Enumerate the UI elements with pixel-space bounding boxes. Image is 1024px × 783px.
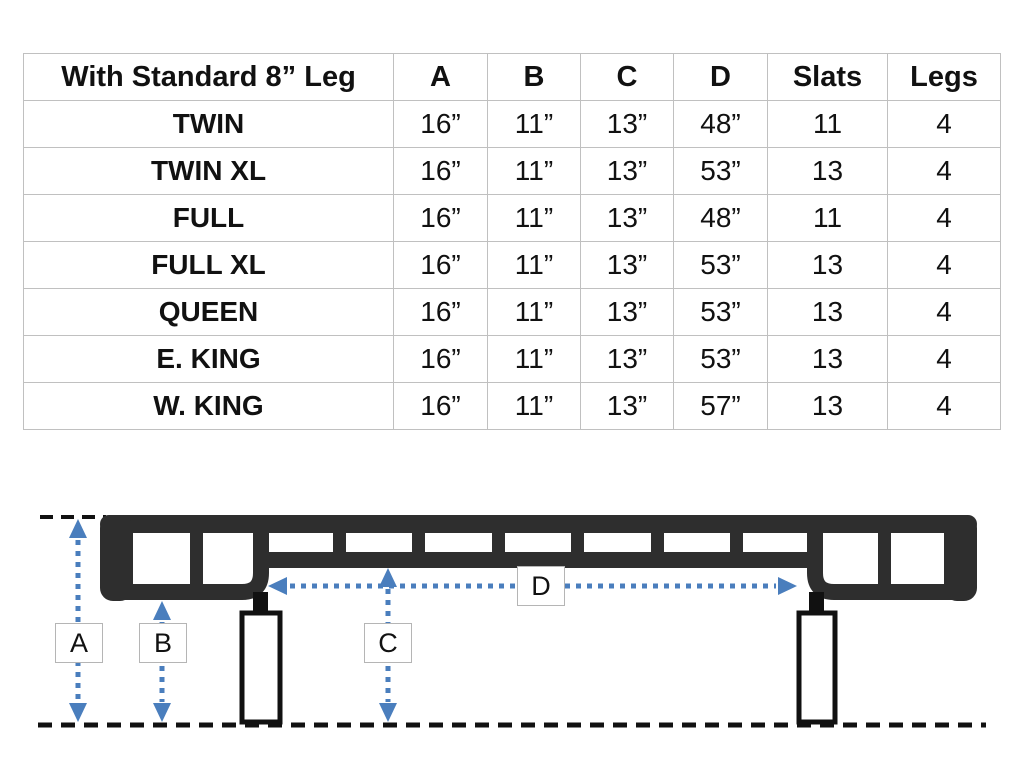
dim-label-b: B [139,623,187,663]
cell-slats: 11 [767,194,888,242]
cell-c: 13” [580,100,674,148]
lower-left-rail-bend [112,524,269,600]
arrowhead-c-down-icon [379,703,397,722]
cell-c: 13” [580,241,674,289]
legs [239,610,838,725]
cell-d: 48” [673,100,768,148]
cell-a: 16” [393,194,488,242]
table-header-row: With Standard 8” Leg A B C D Slats Legs [23,53,1001,101]
cell-b: 11” [487,147,581,195]
cell-c: 13” [580,147,674,195]
lower-right-rail-bend [807,524,965,600]
cell-legs: 4 [887,382,1001,430]
cell-a: 16” [393,100,488,148]
cell-d: 53” [673,288,768,336]
right-section-post [878,524,891,594]
dimension-arrowheads [69,519,797,722]
cell-legs: 4 [887,288,1001,336]
cell-b: 11” [487,241,581,289]
cell-d: 48” [673,194,768,242]
table-row-twin-xl: TWIN XL 16” 11” 13” 53” 13 4 [23,147,1001,195]
arrowhead-d-right-icon [778,577,797,595]
arrowhead-c-up-icon [379,568,397,587]
left-section-post [190,524,203,594]
arrowhead-a-down-icon [69,703,87,722]
frame-rails [112,524,965,600]
cell-size-name: TWIN [23,100,394,148]
left-leg [239,610,283,725]
header-slats: Slats [767,53,888,101]
size-spec-table: With Standard 8” Leg A B C D Slats Legs … [23,53,1001,430]
cell-d: 53” [673,147,768,195]
cell-size-name: E. KING [23,335,394,383]
right-leg [796,610,838,725]
cell-size-name: TWIN XL [23,147,394,195]
cell-legs: 4 [887,147,1001,195]
cell-c: 13” [580,194,674,242]
cell-b: 11” [487,288,581,336]
table-row-full-xl: FULL XL 16” 11” 13” 53” 13 4 [23,241,1001,289]
table-row-twin: TWIN 16” 11” 13” 48” 11 4 [23,100,1001,148]
header-legs: Legs [887,53,1001,101]
cell-slats: 13 [767,147,888,195]
cell-b: 11” [487,194,581,242]
cell-c: 13” [580,288,674,336]
arrowhead-d-left-icon [268,577,287,595]
cell-b: 11” [487,335,581,383]
arrowhead-a-up-icon [69,519,87,538]
table-row-full: FULL 16” 11” 13” 48” 11 4 [23,194,1001,242]
cell-c: 13” [580,335,674,383]
cell-legs: 4 [887,335,1001,383]
cell-a: 16” [393,288,488,336]
dim-label-d: D [517,566,565,606]
cell-a: 16” [393,335,488,383]
cell-slats: 13 [767,241,888,289]
cell-size-name: W. KING [23,382,394,430]
table-row-e-king: E. KING 16” 11” 13” 53” 13 4 [23,335,1001,383]
reference-lines [38,515,986,728]
cell-size-name: FULL [23,194,394,242]
cell-b: 11” [487,100,581,148]
cell-a: 16” [393,241,488,289]
cell-a: 16” [393,147,488,195]
header-c: C [580,53,674,101]
left-end-cap [100,515,133,601]
top-rail [100,515,977,533]
header-leg-type: With Standard 8” Leg [23,53,394,101]
cell-slats: 13 [767,335,888,383]
header-d: D [673,53,768,101]
cell-slats: 13 [767,288,888,336]
cell-legs: 4 [887,100,1001,148]
header-b: B [487,53,581,101]
cell-legs: 4 [887,241,1001,289]
cell-d: 53” [673,335,768,383]
cell-d: 53” [673,241,768,289]
right-end-cap [944,515,977,601]
cell-a: 16” [393,382,488,430]
bed-frame-diagram [38,515,986,728]
cell-b: 11” [487,382,581,430]
dim-label-c: C [364,623,412,663]
cell-size-name: QUEEN [23,288,394,336]
arrowhead-b-down-icon [153,703,171,722]
arrowhead-b-up-icon [153,601,171,620]
table-row-w-king: W. KING 16” 11” 13” 57” 13 4 [23,382,1001,430]
table-row-queen: QUEEN 16” 11” 13” 53” 13 4 [23,288,1001,336]
dim-label-a: A [55,623,103,663]
cell-legs: 4 [887,194,1001,242]
header-a: A [393,53,488,101]
cell-slats: 11 [767,100,888,148]
cell-slats: 13 [767,382,888,430]
cell-d: 57” [673,382,768,430]
cell-size-name: FULL XL [23,241,394,289]
cell-c: 13” [580,382,674,430]
